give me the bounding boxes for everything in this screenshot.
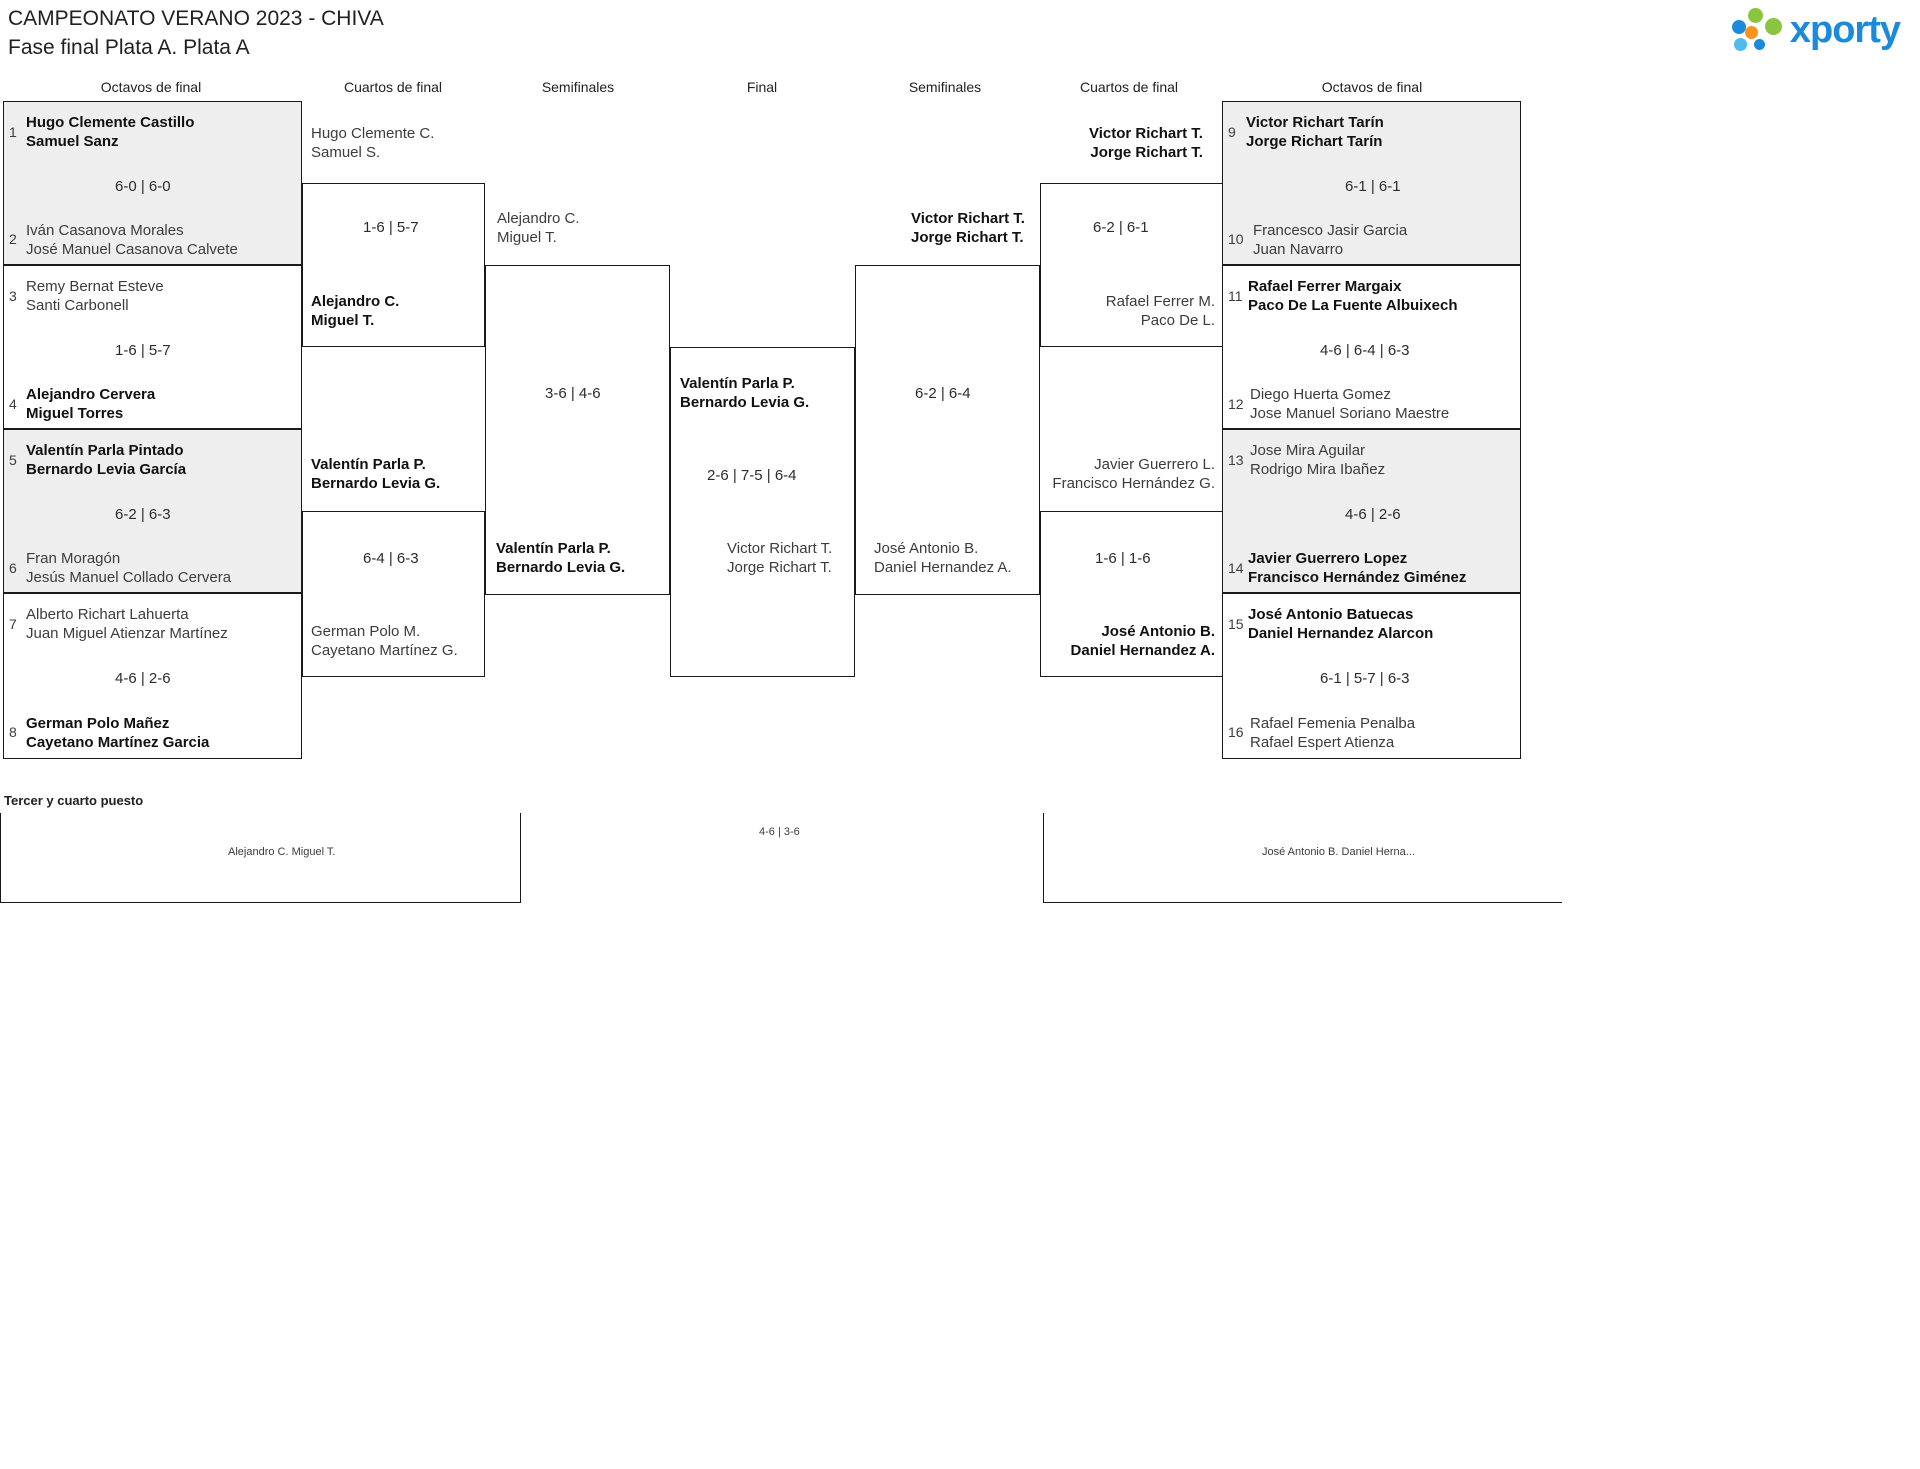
team-left-octavos-4: Alejandro Cervera Miguel Torres: [26, 386, 156, 422]
seed-number-9: 9: [1228, 124, 1236, 140]
seed-number-11: 11: [1228, 288, 1243, 304]
seed-number-1: 1: [9, 124, 17, 140]
seed-number-4: 4: [9, 396, 17, 412]
score-right-semis: 6-2 | 6-4: [915, 385, 971, 402]
team-right-octavos-15: José Antonio Batuecas Daniel Hernandez A…: [1248, 606, 1434, 642]
match-box-right-semis[interactable]: [855, 265, 1040, 595]
seed-number-8: 8: [9, 724, 17, 740]
seed-number-2: 2: [9, 231, 17, 247]
team-right-semis-1: Victor Richart T. Jorge Richart T.: [911, 210, 1025, 246]
seed-number-3: 3: [9, 288, 17, 304]
seed-number-12: 12: [1228, 396, 1244, 412]
seed-number-5: 5: [9, 452, 17, 468]
team-right-octavos-9: Victor Richart Tarín Jorge Richart Tarín: [1246, 114, 1384, 150]
match-box-right-octavos-4[interactable]: [1222, 593, 1521, 759]
team-left-octavos-8: German Polo Mañez Cayetano Martínez Garc…: [26, 715, 210, 751]
score-final: 2-6 | 7-5 | 6-4: [707, 467, 797, 484]
third-place-score: 4-6 | 3-6: [759, 826, 800, 838]
team-left-octavos-2: Iván Casanova Morales José Manuel Casano…: [26, 222, 238, 258]
match-box-right-octavos-3[interactable]: [1222, 429, 1521, 593]
team-right-octavos-14: Javier Guerrero Lopez Francisco Hernánde…: [1248, 550, 1467, 586]
match-box-left-octavos-1[interactable]: [3, 101, 302, 265]
seed-number-16: 16: [1228, 724, 1244, 740]
team-left-semis-2: Valentín Parla P. Bernardo Levia G.: [496, 540, 626, 576]
page-title: CAMPEONATO VERANO 2023 - CHIVA Fase fina…: [8, 4, 384, 62]
team-left-octavos-6: Fran Moragón Jesús Manuel Collado Cerver…: [26, 550, 232, 586]
score-right-octavos-2: 4-6 | 6-4 | 6-3: [1320, 342, 1410, 359]
score-left-cuartos-1: 1-6 | 5-7: [363, 219, 419, 236]
third-place-box-left[interactable]: [0, 813, 521, 903]
team-left-octavos-3: Remy Bernat Esteve Santi Carbonell: [26, 278, 164, 314]
tournament-title: CAMPEONATO VERANO 2023 - CHIVA: [8, 7, 384, 30]
third-place-team-right: José Antonio B. Daniel Herna...: [1262, 846, 1415, 858]
seed-number-14: 14: [1228, 560, 1244, 576]
round-header-semifinales-right: Semifinales: [908, 79, 982, 95]
xporty-logo: xporty: [1731, 6, 1901, 54]
score-left-octavos-2: 1-6 | 5-7: [115, 342, 171, 359]
score-left-octavos-3: 6-2 | 6-3: [115, 506, 171, 523]
seed-number-15: 15: [1228, 616, 1244, 632]
xporty-logo-icon: [1731, 6, 1784, 54]
score-right-cuartos-1: 6-2 | 6-1: [1093, 219, 1149, 236]
team-right-cuartos-1b: Rafael Ferrer M. Paco De L.: [1105, 293, 1215, 329]
match-box-right-octavos-1[interactable]: [1222, 101, 1521, 265]
round-header-cuartos-left: Cuartos de final: [343, 79, 443, 95]
team-right-octavos-16: Rafael Femenia Penalba Rafael Espert Ati…: [1250, 715, 1416, 751]
team-left-cuartos-1b: Alejandro C. Miguel T.: [311, 293, 400, 329]
team-right-semis-2: José Antonio B. Daniel Hernandez A.: [874, 540, 1012, 576]
match-box-final[interactable]: [670, 347, 855, 677]
score-right-octavos-1: 6-1 | 6-1: [1345, 178, 1401, 195]
match-box-left-cuartos-1[interactable]: [302, 183, 485, 347]
team-left-semis-1: Alejandro C. Miguel T.: [497, 210, 580, 246]
match-box-right-octavos-2[interactable]: [1222, 265, 1521, 429]
seed-number-10: 10: [1228, 231, 1244, 247]
xporty-logo-text: xporty: [1789, 9, 1901, 51]
third-place-label: Tercer y cuarto puesto: [4, 793, 144, 808]
round-header-semifinales-left: Semifinales: [541, 79, 615, 95]
team-right-octavos-12: Diego Huerta Gomez Jose Manuel Soriano M…: [1250, 386, 1450, 422]
match-box-left-octavos-4[interactable]: [3, 593, 302, 759]
team-right-cuartos-2b: José Antonio B. Daniel Hernandez A.: [1070, 623, 1215, 659]
score-right-octavos-4: 6-1 | 5-7 | 6-3: [1320, 670, 1410, 687]
round-header-octavos-right: Octavos de final: [1321, 79, 1423, 95]
score-left-octavos-4: 4-6 | 2-6: [115, 670, 171, 687]
match-box-left-octavos-3[interactable]: [3, 429, 302, 593]
score-right-cuartos-2: 1-6 | 1-6: [1095, 550, 1151, 567]
round-header-octavos-left: Octavos de final: [100, 79, 202, 95]
match-box-left-octavos-2[interactable]: [3, 265, 302, 429]
team-final-runnerup: Victor Richart T. Jorge Richart T.: [727, 540, 833, 576]
team-right-cuartos-2a: Javier Guerrero L. Francisco Hernández G…: [1052, 456, 1215, 492]
team-right-octavos-11: Rafael Ferrer Margaix Paco De La Fuente …: [1248, 278, 1458, 314]
score-left-octavos-1: 6-0 | 6-0: [115, 178, 171, 195]
team-right-octavos-10: Francesco Jasir Garcia Juan Navarro: [1253, 222, 1408, 258]
team-left-cuartos-2a: Valentín Parla P. Bernardo Levia G.: [311, 456, 441, 492]
score-left-semis: 3-6 | 4-6: [545, 385, 601, 402]
team-left-cuartos-1a: Hugo Clemente C. Samuel S.: [311, 125, 435, 161]
score-left-cuartos-2: 6-4 | 6-3: [363, 550, 419, 567]
match-box-right-cuartos-1[interactable]: [1040, 183, 1223, 347]
seed-number-13: 13: [1228, 452, 1244, 468]
team-left-octavos-5: Valentín Parla Pintado Bernardo Levia Ga…: [26, 442, 187, 478]
team-final-champion: Valentín Parla P. Bernardo Levia G.: [680, 375, 810, 411]
team-right-cuartos-1a: Victor Richart T. Jorge Richart T.: [1089, 125, 1203, 161]
team-left-octavos-1: Hugo Clemente Castillo Samuel Sanz: [26, 114, 195, 150]
score-right-octavos-3: 4-6 | 2-6: [1345, 506, 1401, 523]
match-box-left-cuartos-2[interactable]: [302, 511, 485, 677]
team-left-cuartos-2b: German Polo M. Cayetano Martínez G.: [311, 623, 458, 659]
seed-number-6: 6: [9, 560, 17, 576]
tournament-phase: Fase final Plata A. Plata A: [8, 36, 250, 59]
third-place-box-right[interactable]: [1043, 813, 1562, 903]
round-header-cuartos-right: Cuartos de final: [1079, 79, 1179, 95]
team-left-octavos-7: Alberto Richart Lahuerta Juan Miguel Ati…: [26, 606, 228, 642]
round-header-final: Final: [746, 79, 778, 95]
match-box-left-semis[interactable]: [485, 265, 670, 595]
team-right-octavos-13: Jose Mira Aguilar Rodrigo Mira Ibañez: [1250, 442, 1386, 478]
seed-number-7: 7: [9, 616, 17, 632]
third-place-team-left: Alejandro C. Miguel T.: [228, 846, 336, 858]
